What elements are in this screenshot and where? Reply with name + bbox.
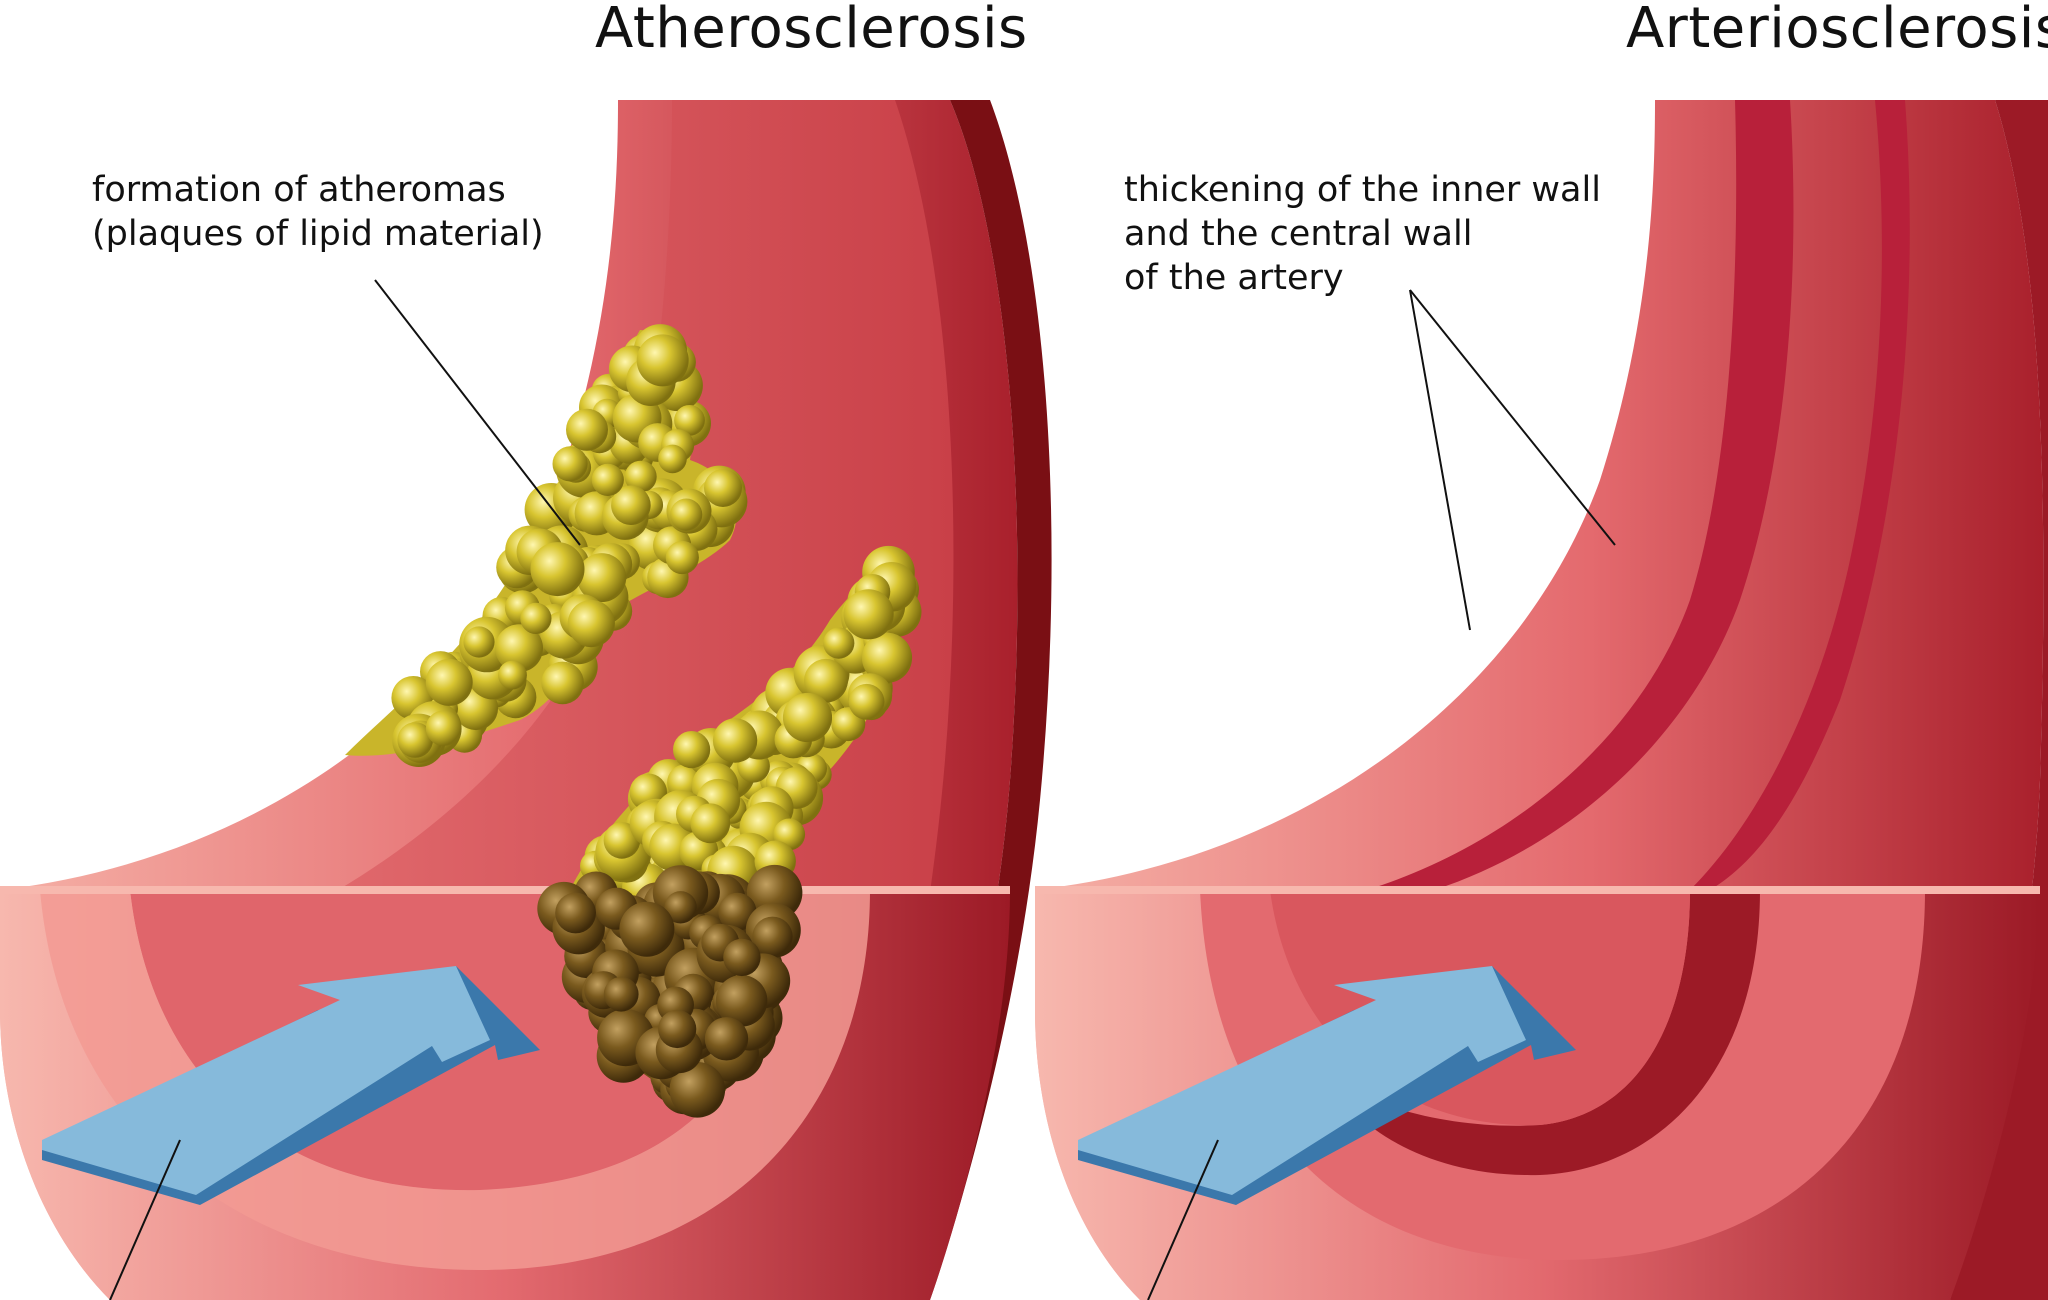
plaque-brown-spheres [537,864,803,1118]
lipid-sphere [495,624,543,673]
lipid-sphere [591,463,624,496]
plaque-yellow-spheres [391,324,922,913]
lipid-sphere [752,916,793,957]
lipid-sphere [804,658,848,703]
callout-atheromas-line-1: formation of atheromas [92,170,506,210]
lipid-sphere [674,405,705,436]
lipid-sphere [690,803,731,844]
artery-section-edge-right [1035,886,2040,894]
callout-wall-thickening: thickening of the inner wall and the cen… [1124,168,1601,300]
title-arteriosclerosis: Arteriosclerosis [1626,0,2048,61]
callout-line-flow-right [1147,1139,1219,1300]
lipid-sphere [530,542,585,597]
callout-line-inner-wall [1409,289,1471,631]
artery-outer-rim [900,100,1052,1300]
lipid-sphere [861,632,913,683]
callout-line-central-wall [1409,289,1616,546]
lipid-sphere [425,710,462,746]
lipid-sphere [555,892,596,934]
thickened-media-section [1330,890,1760,1176]
lipid-sphere [723,938,761,977]
callout-atheromas: formation of atheromas (plaques of lipid… [92,168,544,256]
lipid-sphere [665,540,699,575]
callout-line-atheromas [374,279,581,546]
callout-line-flow-left [109,1139,181,1300]
lipid-sphere [498,660,527,690]
artery-section-edge [0,886,1010,894]
lipid-sphere [848,683,885,720]
lipid-sphere [611,485,651,525]
thickened-intima-band [1690,100,1910,890]
blood-flow-arrow-right [1078,966,1576,1205]
lipid-sphere [664,891,697,924]
callout-wall-line-2: and the central wall [1124,214,1473,254]
lipid-sphere [541,661,584,705]
callout-wall-line-1: thickening of the inner wall [1124,170,1601,210]
title-atherosclerosis: Atherosclerosis [595,0,1028,61]
thickened-media-band [1330,100,1794,900]
lipid-sphere [843,589,894,640]
lipid-sphere [704,469,742,507]
lipid-sphere [603,976,639,1012]
callout-atheromas-line-2: (plaques of lipid material) [92,214,544,254]
lipid-sphere [619,901,675,957]
lipid-sphere [658,1009,697,1049]
lipid-sphere [520,602,552,635]
lipid-sphere [636,334,689,387]
lipid-sphere [673,731,711,769]
lipid-sphere [552,446,588,482]
lipid-sphere [715,975,768,1027]
lipid-sphere [567,600,615,648]
blood-flow-arrow [42,966,540,1205]
lipid-sphere [425,658,473,706]
lipid-sphere [463,626,495,658]
lipid-sphere [624,460,657,493]
lipid-sphere [782,692,833,743]
lipid-sphere [718,892,757,932]
callout-wall-line-3: of the artery [1124,258,1344,298]
lipid-sphere [397,722,434,758]
arteriosclerosis-illustration [1035,100,2048,1300]
lipid-sphere [823,627,855,659]
lipid-sphere [566,408,608,451]
atherosclerosis-illustration [0,100,1052,1300]
lipid-sphere [658,444,687,474]
lipid-sphere [704,1017,749,1061]
lipid-sphere [670,498,703,531]
lipid-sphere [712,718,758,763]
lipid-sphere [577,553,627,603]
lipid-sphere [669,1062,726,1118]
